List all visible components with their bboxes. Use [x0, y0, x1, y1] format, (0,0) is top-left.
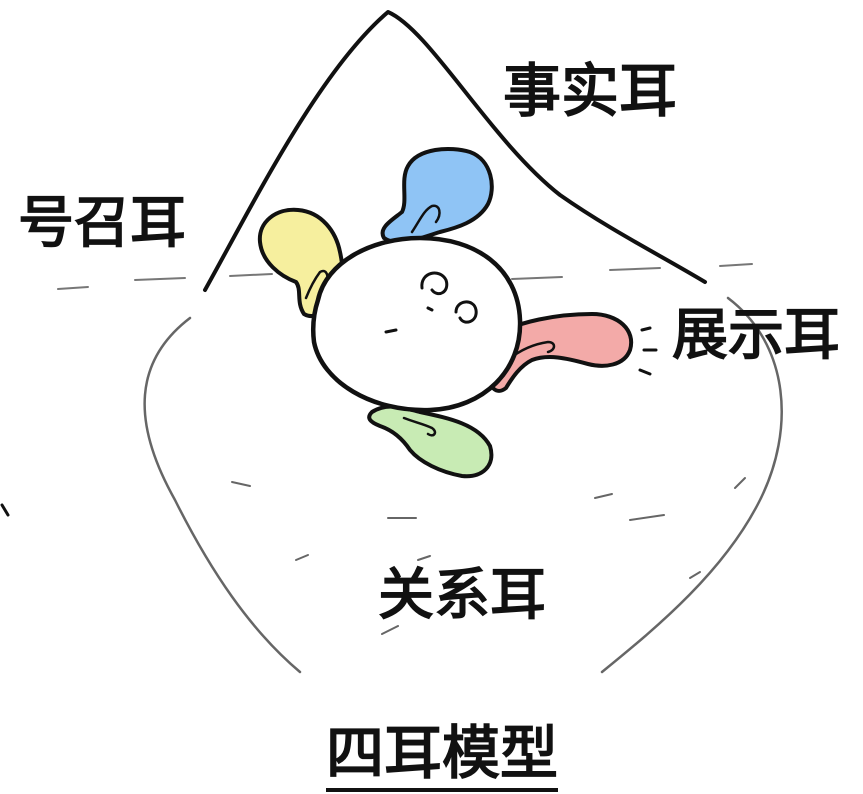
face-eye-left	[420, 271, 449, 296]
relation-ear-inner	[402, 416, 437, 437]
diagram-title: 四耳模型	[326, 724, 559, 792]
edge-mark	[0, 503, 10, 517]
face-mouth	[384, 328, 398, 334]
face-mark	[426, 306, 434, 312]
fact-ear-label: 事实耳	[503, 57, 678, 125]
fact-ear-icon	[380, 146, 494, 245]
relation-ear-label: 关系耳	[378, 563, 546, 628]
fact-ear-inner	[410, 204, 441, 234]
relation-ear-icon	[367, 404, 494, 479]
iceberg-underwater	[143, 316, 302, 674]
face	[384, 271, 478, 334]
display-ear-label: 展示耳	[672, 303, 840, 368]
iceberg-tip	[203, 10, 707, 292]
display-ear-inner	[506, 340, 556, 362]
sound-marks	[638, 326, 658, 376]
head-icon	[310, 235, 523, 413]
underwater-texture	[231, 477, 746, 635]
water-line	[57, 263, 753, 290]
appeal-ear-label: 号召耳	[18, 191, 186, 256]
iceberg-underwater-right	[600, 296, 783, 674]
face-eye-right	[454, 300, 478, 324]
